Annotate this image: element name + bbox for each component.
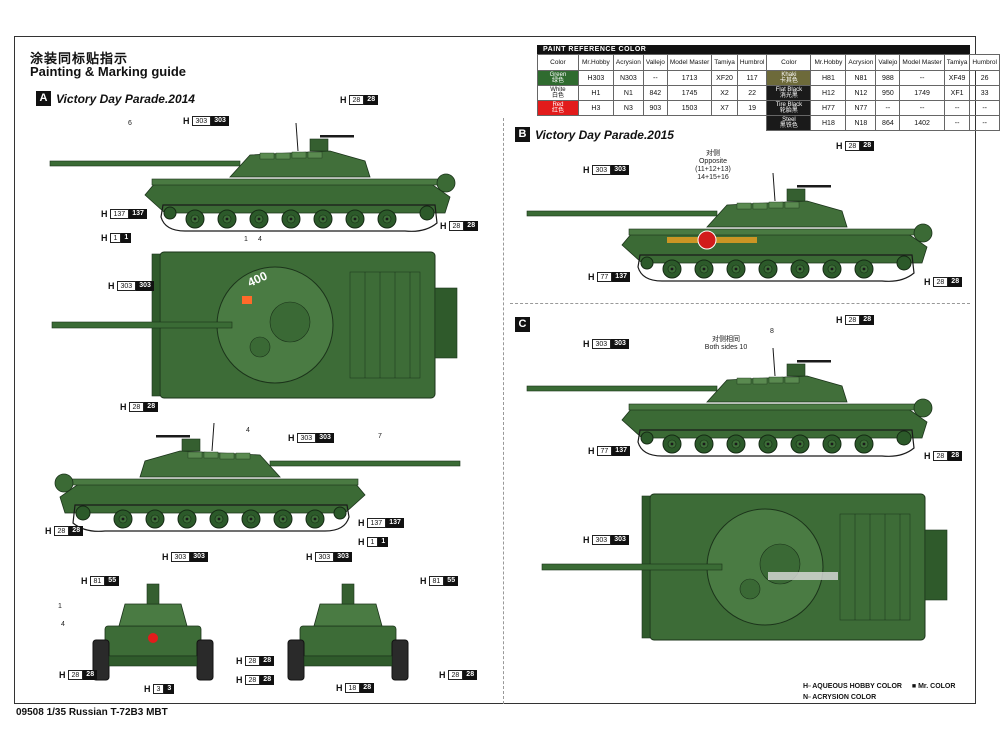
decal-number-4: 4 xyxy=(258,236,262,243)
section-c-badge: C xyxy=(515,317,530,332)
tank-a-front xyxy=(92,583,214,681)
section-a-label: Victory Day Parade.2014 xyxy=(56,91,195,106)
col-header: Vallejo xyxy=(875,54,901,71)
decal-number-8: 8 xyxy=(770,328,774,335)
col-header: Tamiya xyxy=(711,54,738,71)
table-cell: H18 xyxy=(810,115,847,131)
col-header: Acrysion xyxy=(612,54,644,71)
both-sides-note: 对侧相同 Both sides 10 xyxy=(704,336,748,351)
tank-a-side-left: · xyxy=(49,122,456,231)
col-header: Vallejo xyxy=(642,54,668,71)
col-header: Acrysion xyxy=(845,54,877,71)
tank-c-top xyxy=(541,493,948,641)
red-star-emblem xyxy=(697,230,717,250)
paint-reference-table: Color Mr.Hobby Acrysion Vallejo Model Ma… xyxy=(537,54,1000,131)
front-emblem xyxy=(148,633,158,643)
legend-acrysion: N▫ ACRYSION COLOR xyxy=(803,694,877,701)
decal-number-4: 4 xyxy=(246,427,250,434)
opposite-note: 对侧 Opposite (11+12+13) 14+15+16 xyxy=(695,150,731,181)
section-c-header: C xyxy=(515,317,535,332)
col-header: Color xyxy=(766,54,812,71)
legend-aqueous: H▫ AQUEOUS HOBBY COLOR ■ Mr. COLOR xyxy=(803,683,956,690)
paint-table-title: PAINT REFERENCE COLOR xyxy=(537,45,970,54)
decal-number-6: 6 xyxy=(128,120,132,127)
instruction-sheet xyxy=(14,36,976,704)
tank-a-side-right xyxy=(54,422,461,531)
section-divider-vertical xyxy=(503,118,504,704)
page-title-cn: 涂装同标贴指示 xyxy=(30,51,129,66)
decal-number-7: 7 xyxy=(378,433,382,440)
section-b-badge: B xyxy=(515,127,530,142)
table-cell: 1503 xyxy=(666,100,713,116)
section-b-label: Victory Day Parade.2015 xyxy=(535,127,674,142)
table-cell: 1402 xyxy=(899,115,945,131)
tank-a-top: 400 xyxy=(51,251,458,399)
col-header: Mr.Hobby xyxy=(810,54,847,71)
white-stripe-marking xyxy=(768,572,838,580)
table-cell: 19 xyxy=(736,100,768,116)
section-divider-horizontal xyxy=(510,303,970,304)
table-cell: H3 xyxy=(577,100,614,116)
gun-text: · xyxy=(192,157,193,162)
section-b-header: B Victory Day Parade.2015 xyxy=(515,127,674,142)
decal-number-1: 1 xyxy=(58,603,62,610)
decal-number-4: 4 xyxy=(61,621,65,628)
tank-a-rear xyxy=(287,583,409,681)
table-cell: -- xyxy=(969,115,1000,131)
footer-product-title: 09508 1/35 Russian T-72B3 MBT xyxy=(16,707,168,718)
tank-c-side xyxy=(526,347,933,456)
table-cell: N18 xyxy=(845,115,877,131)
col-header: Model Master xyxy=(899,54,945,71)
decal-number-1: 1 xyxy=(244,236,248,243)
section-a-badge: A xyxy=(36,91,51,106)
tank-b-side xyxy=(526,172,933,281)
section-a-header: A Victory Day Parade.2014 xyxy=(36,91,195,106)
flag-marking xyxy=(242,296,252,304)
page-title: Painting & Marking guide xyxy=(30,64,187,79)
